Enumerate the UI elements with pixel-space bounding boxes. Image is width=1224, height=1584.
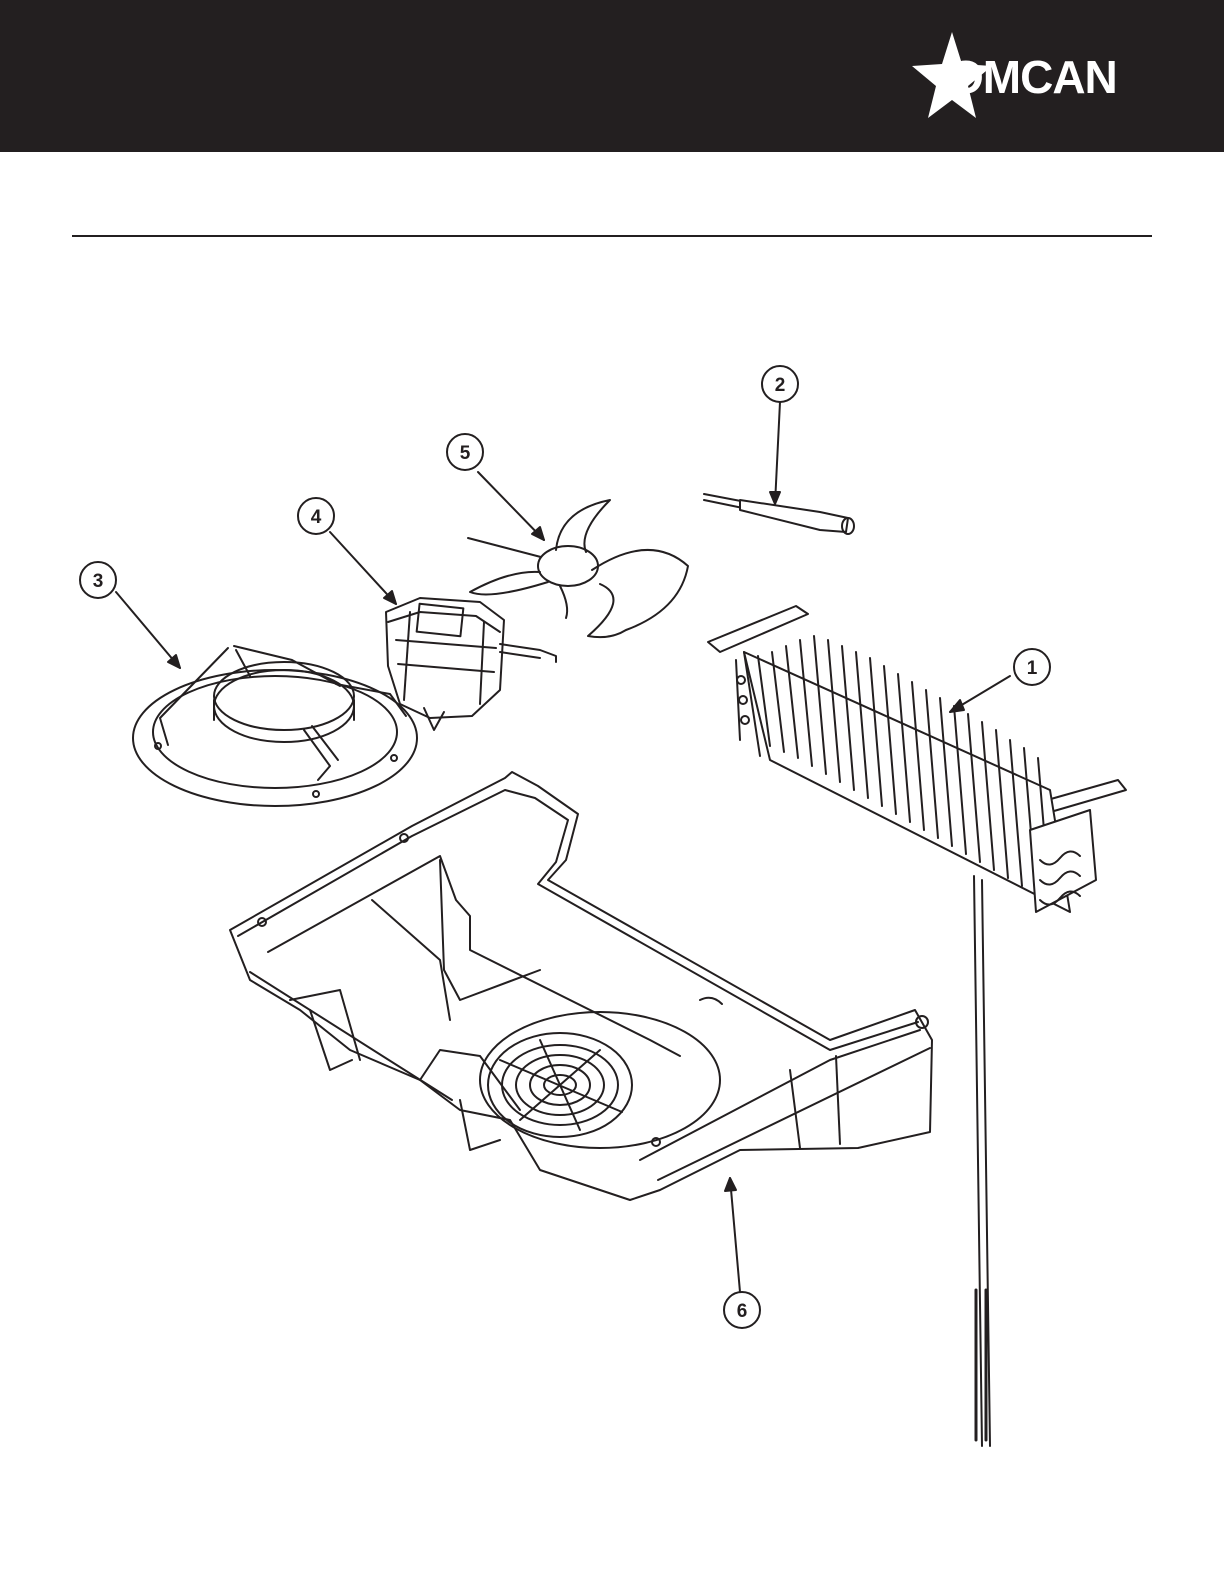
callout-2-label: 2 <box>775 375 786 396</box>
callout-3-label: 3 <box>93 571 104 592</box>
part-3-fan-shroud <box>133 646 417 806</box>
callout-4: 4 <box>298 498 334 534</box>
part-6-drip-tray <box>230 772 932 1200</box>
omcan-logo: OMCAN <box>912 30 1152 122</box>
callout-6-label: 6 <box>737 1301 748 1322</box>
exploded-parts-diagram: 1 2 3 4 5 6 <box>0 300 1224 1500</box>
callout-4-label: 4 <box>311 507 322 528</box>
callout-5-label: 5 <box>460 443 471 464</box>
section-divider <box>72 235 1152 237</box>
callout-5: 5 <box>447 434 483 470</box>
page-header: OMCAN <box>0 0 1224 152</box>
callout-2: 2 <box>762 366 798 402</box>
brand-name: OMCAN <box>948 52 1117 102</box>
callout-1: 1 <box>1014 649 1050 685</box>
part-4-fan-motor <box>386 598 556 730</box>
callout-3: 3 <box>80 562 116 598</box>
part-2-sensor-probe <box>704 494 854 534</box>
callout-1-label: 1 <box>1027 658 1038 679</box>
callout-6: 6 <box>724 1292 760 1328</box>
